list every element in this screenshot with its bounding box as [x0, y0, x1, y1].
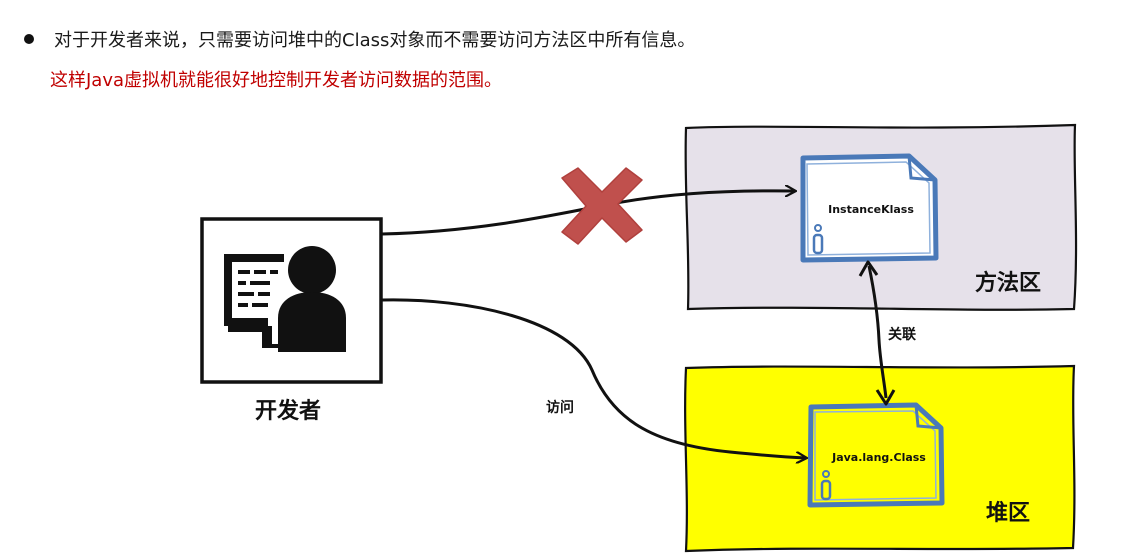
bullet-dot: [24, 34, 34, 44]
java-lang-class-document: Java.lang.Class: [807, 402, 945, 508]
developer-computer-icon: [224, 246, 346, 352]
instance-klass-label: InstanceKlass: [828, 203, 914, 216]
document-handle-icon: [820, 470, 832, 501]
developer-box: 开发者: [200, 217, 383, 424]
java-lang-class-label: Java.lang.Class: [831, 451, 926, 464]
link-arrow: 关联: [858, 260, 917, 406]
bullet-item: 对于开发者来说，只需要访问堆中的Class对象而不需要访问方法区中所有信息。: [24, 26, 695, 52]
developer-label: 开发者: [255, 398, 321, 424]
link-edge-label: 关联: [888, 326, 917, 343]
instance-klass-document: InstanceKlass: [800, 153, 939, 263]
document-handle-icon: [812, 224, 824, 255]
bullet-text: 对于开发者来说，只需要访问堆中的Class对象而不需要访问方法区中所有信息。: [54, 30, 696, 51]
access-edge-label: 访问: [546, 399, 574, 416]
highlight-text: 这样Java虚拟机就能很好地控制开发者访问数据的范围。: [50, 70, 503, 91]
cross-icon: [561, 167, 643, 245]
method-area-label: 方法区: [975, 270, 1041, 296]
access-arrow: 访问: [381, 298, 806, 458]
heap-label: 堆区: [986, 501, 1030, 526]
